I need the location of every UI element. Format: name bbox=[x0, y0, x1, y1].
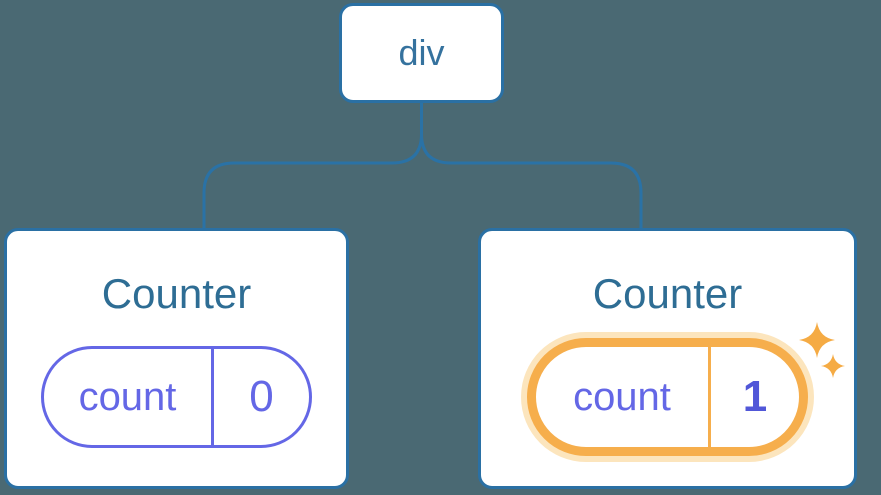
connector-right-branch bbox=[420, 103, 643, 229]
state-value-label: 0 bbox=[249, 372, 274, 421]
connector-left-branch bbox=[202, 103, 423, 229]
sparkles-icon bbox=[799, 322, 845, 378]
root-node-label: div bbox=[398, 32, 445, 73]
state-key-label: count bbox=[44, 349, 214, 445]
state-key-label: count bbox=[536, 347, 711, 447]
counter-card-right: Counter count 1 bbox=[478, 228, 857, 489]
state-pill-count-0: count 0 bbox=[41, 346, 312, 448]
state-value-label: 1 bbox=[742, 372, 768, 421]
sparkle-small bbox=[821, 354, 845, 378]
counter-card-left: Counter count 0 bbox=[4, 228, 349, 489]
counter-title: Counter bbox=[101, 270, 252, 317]
sparkle-large bbox=[799, 322, 835, 358]
root-node-div: div bbox=[339, 3, 504, 103]
counter-title: Counter bbox=[592, 270, 743, 317]
state-pill-count-1-highlighted: count 1 bbox=[527, 338, 808, 456]
